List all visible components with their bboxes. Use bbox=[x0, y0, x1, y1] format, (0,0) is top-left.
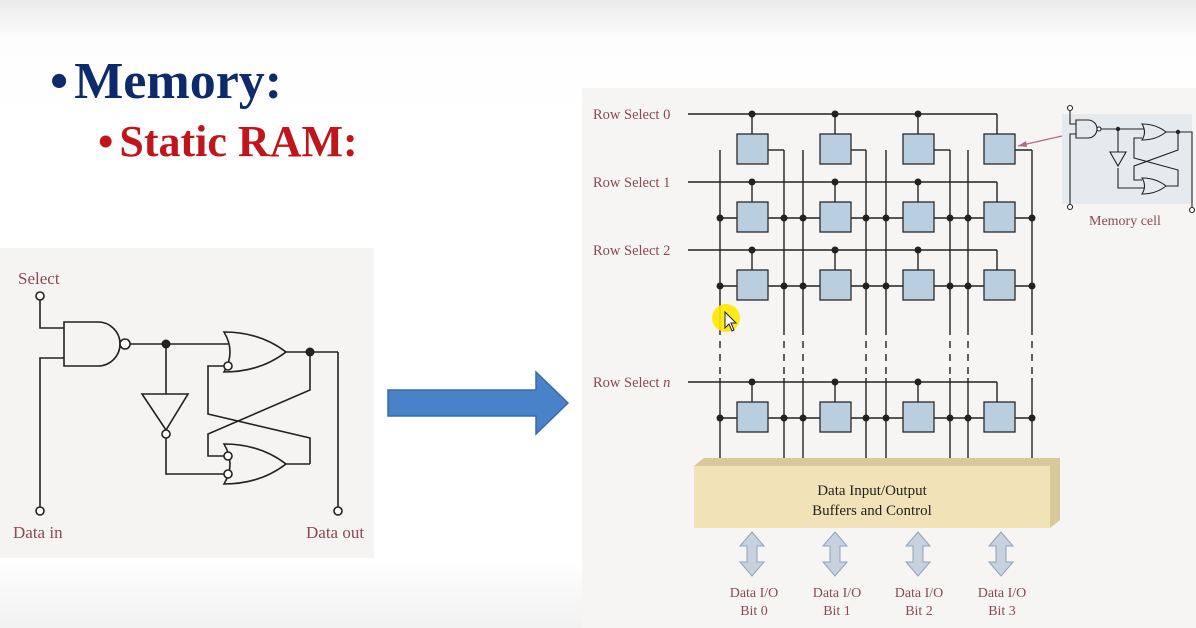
memory-cell bbox=[902, 401, 935, 433]
and-inversion-bubble bbox=[119, 338, 131, 350]
subtitle-static-ram: •Static RAM: bbox=[98, 117, 358, 166]
io-double-arrow bbox=[904, 531, 932, 577]
memory-cell bbox=[902, 269, 935, 301]
memory-cell-inset-circuit bbox=[1066, 104, 1196, 214]
select-wire bbox=[39, 300, 64, 329]
data-out-terminal bbox=[333, 506, 343, 516]
io-double-arrow bbox=[738, 531, 766, 577]
nor-gate-upper bbox=[222, 331, 288, 373]
row-select-label: Row Select 1 bbox=[593, 175, 670, 191]
nor-lower-bubble bbox=[223, 451, 233, 461]
data-out-label: Data out bbox=[306, 523, 364, 542]
memory-cell bbox=[819, 269, 852, 301]
io-double-arrow bbox=[987, 531, 1015, 577]
buffer-box-shadow bbox=[694, 458, 1060, 528]
memory-cell bbox=[983, 269, 1016, 301]
data-in-label: Data in bbox=[13, 523, 63, 542]
io-double-arrow bbox=[821, 531, 849, 577]
data-in-terminal bbox=[35, 506, 45, 516]
io-label: Data I/O bbox=[895, 586, 944, 601]
io-label: Data I/O bbox=[730, 586, 779, 601]
sram-cell-diagram: Select Data in Data out bbox=[13, 269, 364, 542]
and-gate bbox=[63, 321, 121, 367]
inverter-gate bbox=[140, 393, 190, 432]
select-label: Select bbox=[18, 269, 60, 288]
row-select-label: Row Select 2 bbox=[593, 243, 670, 259]
junction-dot bbox=[305, 347, 315, 357]
memory-cell bbox=[819, 201, 852, 233]
buffer-box bbox=[694, 466, 1050, 528]
memory-cell bbox=[819, 401, 852, 433]
row-select-label: Row Select n bbox=[593, 375, 670, 391]
nor-gate-lower bbox=[222, 443, 288, 485]
io-bit-label: Bit 1 bbox=[823, 604, 851, 619]
memory-cell bbox=[983, 201, 1016, 233]
memory-cell bbox=[736, 133, 769, 165]
io-label: Data I/O bbox=[813, 586, 862, 601]
nor-lower-bubble-2 bbox=[223, 469, 233, 479]
io-bit-label: Bit 0 bbox=[740, 604, 768, 619]
cross-wire-a bbox=[207, 365, 311, 464]
mouse-pointer-icon bbox=[724, 310, 738, 332]
row-select-label: Row Select 0 bbox=[593, 107, 670, 123]
cross-wire-b bbox=[207, 352, 311, 457]
nor-upper-bubble bbox=[223, 361, 233, 371]
memory-cell bbox=[736, 269, 769, 301]
memory-cell bbox=[902, 133, 935, 165]
transition-arrow bbox=[387, 370, 570, 436]
sram-array-diagram: Memory cell Row Select 0 Row Select 1 Ro… bbox=[593, 104, 1196, 619]
inverter-bubble bbox=[161, 429, 171, 439]
memory-cell-inset bbox=[1062, 114, 1192, 204]
memory-cell bbox=[983, 133, 1016, 165]
memory-cell bbox=[983, 401, 1016, 433]
data-in-wire bbox=[39, 357, 64, 507]
memory-cell bbox=[902, 201, 935, 233]
memory-cell-label: Memory cell bbox=[1089, 214, 1161, 229]
io-bit-label: Bit 3 bbox=[988, 604, 1016, 619]
junction-dot bbox=[161, 339, 171, 349]
io-bit-label: Bit 2 bbox=[905, 604, 933, 619]
buffer-label-line2: Buffers and Control bbox=[812, 503, 932, 519]
buffer-label-line1: Data Input/Output bbox=[817, 483, 927, 499]
title-memory: •Memory: bbox=[50, 53, 283, 110]
memory-cell bbox=[736, 201, 769, 233]
memory-cell bbox=[736, 401, 769, 433]
sram-cell-panel bbox=[0, 248, 374, 558]
inverter-output-wire bbox=[165, 438, 224, 475]
select-terminal bbox=[35, 291, 45, 301]
memory-cell bbox=[819, 133, 852, 165]
io-label: Data I/O bbox=[978, 586, 1027, 601]
